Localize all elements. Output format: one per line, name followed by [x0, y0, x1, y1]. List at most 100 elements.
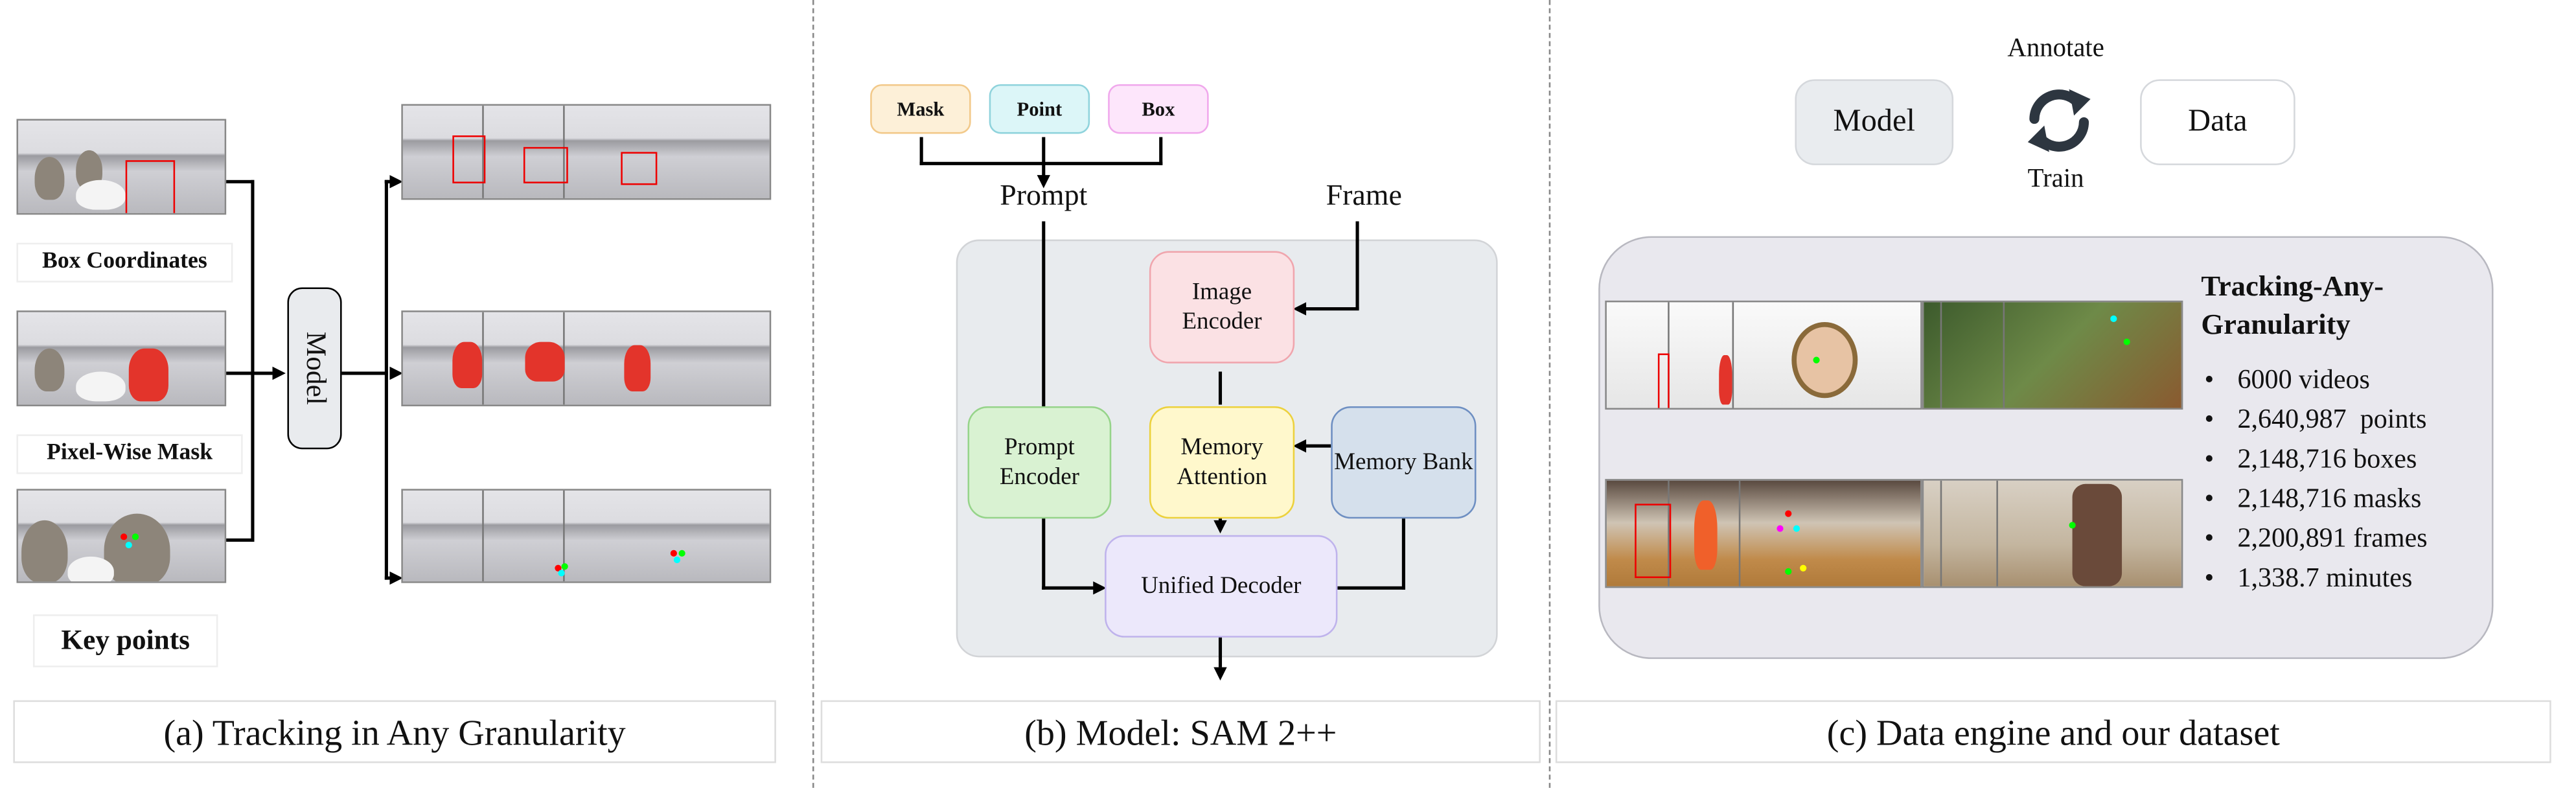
connector: [1042, 586, 1095, 590]
connector: [1337, 586, 1405, 590]
connector: [341, 371, 388, 375]
keypoint: [2110, 315, 2117, 322]
memory-attention-block: Memory Attention: [1149, 406, 1295, 519]
input-label-points: Key points: [32, 614, 218, 667]
arrow-head: [1213, 667, 1227, 681]
keypoint: [1785, 568, 1792, 575]
player-figure: [2072, 483, 2122, 586]
connector: [1355, 221, 1359, 309]
bounding-box: [523, 146, 568, 183]
dataset-clip-pheasant: [1922, 300, 2183, 410]
input-label-box: Box Coordinates: [16, 242, 233, 283]
segmentation-mask: [452, 342, 483, 388]
output-strip-points: [401, 489, 772, 583]
connector: [1401, 504, 1405, 590]
segmentation-mask: [1694, 500, 1718, 570]
keypoint: [2123, 338, 2130, 345]
stat-item: 2,148,716 boxes: [2205, 439, 2428, 479]
frame-divider: [482, 106, 484, 198]
bounding-box: [125, 160, 176, 213]
connector: [1218, 371, 1223, 405]
keypoint: [1813, 356, 1820, 364]
connector: [1304, 444, 1331, 448]
keypoint: [132, 533, 139, 540]
input-image-mask: [16, 310, 227, 406]
frame-divider: [2003, 302, 2005, 408]
dataset-title: Tracking-Any-Granularity: [2201, 269, 2384, 341]
unified-decoder-block: Unified Decoder: [1105, 535, 1338, 638]
keypoint: [558, 570, 565, 577]
prompt-type-mask: Mask: [870, 84, 971, 134]
connector: [251, 180, 255, 542]
bounding-box: [621, 152, 658, 185]
connector: [384, 576, 392, 580]
segmentation-mask: [128, 348, 168, 402]
keypoint: [673, 556, 681, 564]
arrow-head: [1293, 439, 1307, 453]
annotate-label: Annotate: [2007, 34, 2104, 63]
frame-divider: [482, 490, 484, 582]
connector: [919, 137, 923, 165]
bounding-box: [452, 135, 486, 183]
frame-divider: [1940, 302, 1942, 408]
connector: [226, 538, 255, 542]
cat-figure: [104, 513, 170, 582]
frame-label: Frame: [1326, 178, 1402, 212]
arrow-head: [1213, 520, 1227, 534]
stat-item: 6000 videos: [2205, 360, 2428, 400]
model-label: Model: [299, 331, 332, 405]
arrow-head: [1037, 175, 1050, 189]
input-label-mask: Pixel-Wise Mask: [16, 434, 243, 474]
dataset-stats: 6000 videos 2,640,987 points 2,148,716 b…: [2205, 360, 2428, 598]
arrow-head: [389, 571, 403, 585]
connector: [1218, 634, 1223, 667]
keypoint: [1800, 564, 1807, 572]
keypoint: [1777, 525, 1784, 532]
segmentation-mask: [624, 345, 651, 392]
cat-figure: [34, 157, 65, 200]
frame-divider: [1996, 480, 1998, 586]
stat-item: 2,640,987 points: [2205, 400, 2428, 439]
keypoint: [678, 550, 685, 557]
frame-divider: [563, 490, 565, 582]
refresh-cycle-icon: [2027, 89, 2091, 152]
model-box: Model: [287, 287, 342, 450]
arrow-head: [389, 366, 403, 380]
connector: [1042, 221, 1046, 436]
train-label: Train: [2027, 165, 2084, 194]
keypoint: [1793, 525, 1800, 532]
cat-figure: [76, 180, 126, 210]
divider: [1548, 0, 1551, 788]
frame-divider: [1738, 480, 1741, 586]
caption-c: (c) Data engine and our dataset: [1555, 700, 2551, 763]
engine-data-box: Data: [2140, 79, 2295, 165]
arrow-head: [1293, 302, 1307, 316]
keypoint: [1785, 510, 1792, 517]
stat-item: 1,338.7 minutes: [2205, 558, 2428, 597]
connector: [226, 180, 255, 183]
stat-item: 2,200,891 frames: [2205, 518, 2427, 558]
divider: [812, 0, 814, 788]
keypoint: [121, 533, 128, 540]
prompt-type-point: Point: [989, 84, 1090, 134]
cat-figure: [34, 348, 65, 392]
connector: [1042, 490, 1046, 590]
image-encoder-block: Image Encoder: [1149, 251, 1295, 364]
arrow-head: [272, 366, 286, 380]
cat-figure: [21, 520, 68, 582]
memory-bank-block: Memory Bank: [1331, 406, 1477, 519]
keypoint: [555, 564, 562, 572]
arrow-head: [389, 175, 403, 189]
connector: [1304, 307, 1359, 311]
stat-item: 2,148,716 masks: [2205, 479, 2428, 518]
dataset-clip-basketball: [1922, 479, 2183, 588]
prompt-label: Prompt: [1000, 178, 1088, 212]
input-image-points: [16, 489, 227, 583]
frame-divider: [482, 312, 484, 405]
keypoint: [2069, 522, 2076, 529]
frame-divider: [563, 106, 565, 198]
cartoon-figure: [1791, 321, 1858, 399]
frame-divider: [1940, 480, 1942, 586]
keypoint: [670, 550, 677, 557]
bounding-box: [1635, 504, 1672, 579]
